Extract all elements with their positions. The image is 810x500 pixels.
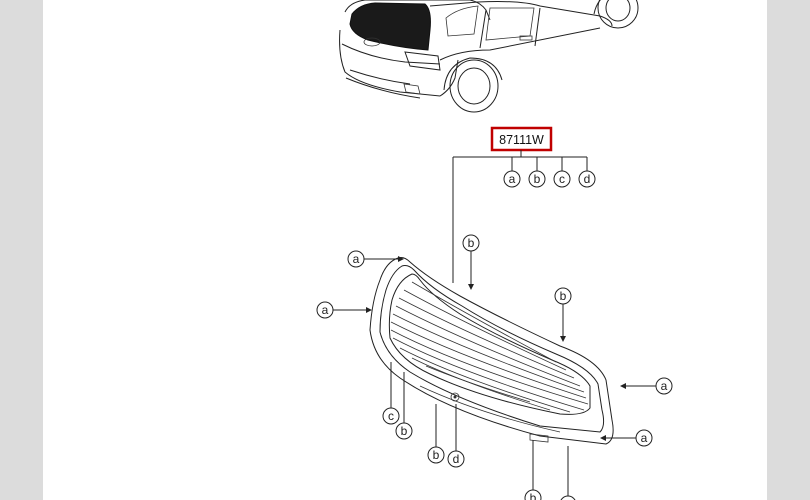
svg-text:b: b [530, 491, 537, 500]
svg-text:a: a [322, 303, 329, 317]
svg-text:d: d [453, 452, 460, 466]
callout-a-bottom-right: a [635, 429, 653, 447]
svg-text:a: a [353, 252, 360, 266]
callout-b-bottom: b [427, 446, 445, 464]
callout-a-right: a [655, 377, 673, 395]
svg-text:c: c [565, 497, 571, 500]
callout-b-top: b [462, 234, 480, 252]
callout-row-d: d [578, 170, 596, 188]
callout-b-left: b [395, 422, 413, 440]
svg-text:b: b [534, 172, 541, 186]
svg-text:a: a [509, 172, 516, 186]
svg-text:d: d [584, 172, 591, 186]
svg-text:b: b [401, 424, 408, 438]
callouts: a a b b a a c b b d b c [316, 234, 673, 500]
svg-text:c: c [388, 409, 394, 423]
svg-text:b: b [433, 448, 440, 462]
svg-text:a: a [641, 431, 648, 445]
callout-c-left: c [382, 407, 400, 425]
svg-text:b: b [468, 236, 475, 250]
callout-row-a: a [503, 170, 521, 188]
callout-row-b: b [528, 170, 546, 188]
callout-b-bottom-right: b [524, 489, 542, 500]
callout-d-bottom: d [447, 450, 465, 468]
vehicle-illustration [339, 0, 639, 113]
callout-row: a b c d [503, 170, 596, 188]
svg-text:c: c [559, 172, 565, 186]
svg-text:b: b [560, 289, 567, 303]
svg-text:a: a [661, 379, 668, 393]
callout-row-c: c [553, 170, 571, 188]
callout-a-left: a [316, 301, 334, 319]
callout-leaders [333, 251, 656, 496]
callout-b-right: b [554, 287, 572, 305]
callout-c-bottom-right: c [560, 495, 576, 500]
callout-a-top: a [347, 250, 365, 268]
part-number-callout: 87111W [452, 126, 588, 283]
rear-glass-illustration [369, 257, 614, 445]
part-number-label[interactable]: 87111W [499, 133, 544, 147]
